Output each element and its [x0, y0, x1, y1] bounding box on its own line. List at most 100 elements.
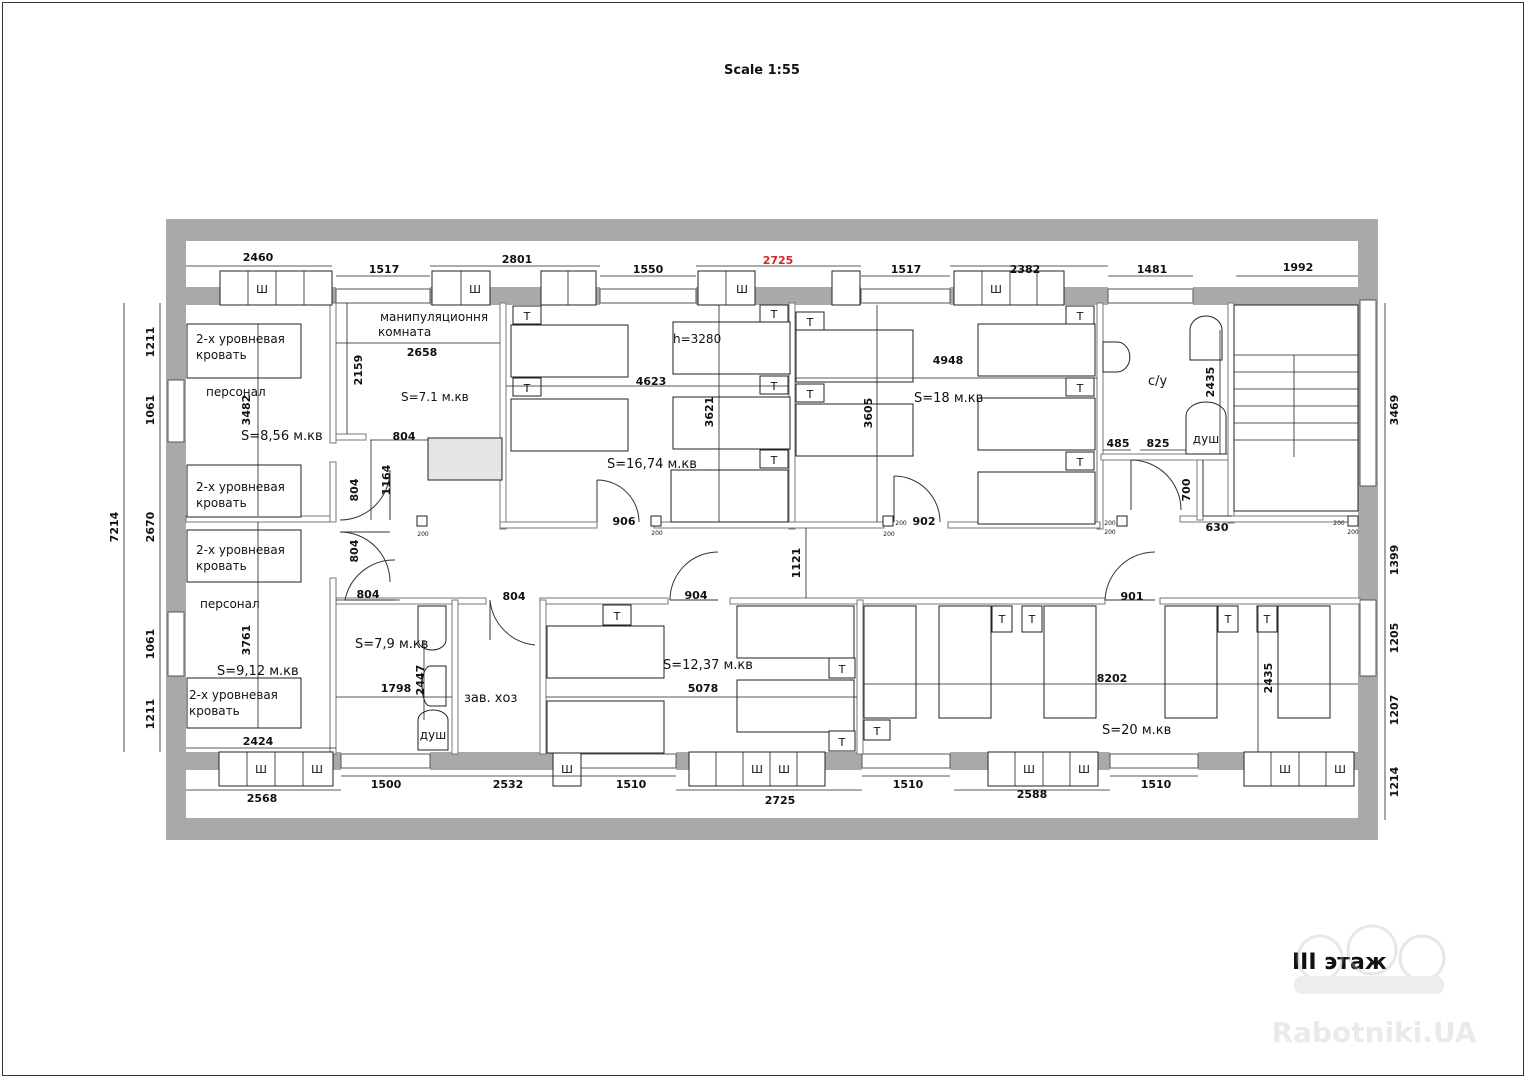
nightstand-label: Т	[998, 613, 1006, 626]
room-area: S=20 м.кв	[1102, 723, 1171, 738]
dim-top: 1517	[891, 263, 922, 276]
dim-bottom: 1510	[1141, 778, 1172, 791]
beds	[186, 321, 1331, 754]
dim: 700	[1180, 478, 1193, 501]
column-label: 200	[651, 530, 663, 537]
sanitary: душ душ	[417, 315, 1227, 751]
dim: 2447	[414, 665, 427, 696]
room-area: S=16,74 м.кв	[607, 457, 697, 472]
nightstand-label: Т	[770, 454, 778, 467]
room-name: с/у	[1148, 374, 1168, 389]
dim-left: 1211	[144, 699, 157, 730]
dim-bottom: 1510	[893, 778, 924, 791]
ceiling-height: h=3280	[673, 332, 721, 346]
cabinet-label: Ш	[1078, 763, 1090, 776]
dim-left: 1061	[144, 629, 157, 660]
cabinet-label: Ш	[736, 283, 748, 296]
dim-right: 1207	[1388, 695, 1401, 726]
cabinet-label: Ш	[1023, 763, 1035, 776]
dim: 2658	[407, 346, 438, 359]
dim-bottom: 1500	[371, 778, 402, 791]
bunk-bed-label: кровать	[196, 348, 247, 362]
cabinet-label: Ш	[561, 763, 573, 776]
dim-top: 1992	[1283, 261, 1314, 274]
column-label: 200	[883, 531, 895, 538]
column-label: 200	[1104, 529, 1116, 536]
column-label: 200	[1347, 529, 1359, 536]
dim-bottom: 2725	[765, 794, 796, 807]
dim: 825	[1147, 437, 1170, 450]
nightstand-label: Т	[838, 663, 846, 676]
room-area: S=7.1 м.кв	[401, 390, 469, 404]
cabinet-label: Ш	[255, 763, 267, 776]
dim-top: 2382	[1010, 263, 1041, 276]
room-area: S=8,56 м.кв	[241, 429, 323, 444]
dim-top: 1481	[1137, 263, 1168, 276]
cabinet-label: Ш	[1279, 763, 1291, 776]
dim: 2159	[352, 355, 365, 386]
dim-left: 1061	[144, 395, 157, 426]
dim: 804	[357, 588, 380, 601]
dimension-labels: 2460 1517 2801 1550 2725 1517 2382 1481 …	[108, 251, 1401, 807]
room-name: персонал	[206, 385, 266, 399]
dim-top: 1550	[633, 263, 664, 276]
dimension-lines	[123, 265, 1386, 820]
columns: 200 200 200 200 200 200 200 200	[416, 515, 1359, 538]
dim: 2435	[1262, 663, 1275, 694]
dim: 2435	[1204, 367, 1217, 398]
dim: 4623	[636, 375, 667, 388]
room-area: S=7,9 м.кв	[355, 637, 428, 652]
dim-bottom: 2532	[493, 778, 524, 791]
cabinet-label: Ш	[469, 283, 481, 296]
dim: 3482	[240, 395, 253, 426]
dim-top: 2801	[502, 253, 533, 266]
stairs	[1233, 304, 1359, 512]
cabinet-label: Ш	[256, 283, 268, 296]
bunk-bed-label: кровать	[189, 704, 240, 718]
nightstand-label: Т	[806, 316, 814, 329]
room-area: S=18 м.кв	[914, 391, 983, 406]
column-label: 200	[895, 520, 907, 527]
dim-right: 1205	[1388, 623, 1401, 654]
room-name: зав. хоз	[464, 691, 517, 706]
partitions	[185, 302, 1361, 755]
dim-right: 1214	[1388, 766, 1401, 797]
bunk-bed-label: 2-х уровневая	[189, 688, 278, 702]
floor-title: III этаж	[1292, 950, 1387, 975]
dim: 804	[393, 430, 416, 443]
cabinet-label: Ш	[311, 763, 323, 776]
dim-top: 2460	[243, 251, 274, 264]
bunk-bed-label: 2-х уровневая	[196, 543, 285, 557]
dim-top-highlight: 2725	[763, 254, 794, 267]
nightstand-label: Т	[806, 388, 814, 401]
room-area: S=12,37 м.кв	[663, 658, 753, 673]
nightstand-label: Т	[1076, 382, 1084, 395]
nightstand-label: Т	[873, 725, 881, 738]
nightstand-label: Т	[1076, 456, 1084, 469]
dim-bottom: 2588	[1017, 788, 1048, 801]
dim: 804	[348, 539, 361, 562]
room-labels: 2-х уровневая кровать 2-х уровневая кров…	[189, 310, 1171, 738]
cabinet-label: Ш	[990, 283, 1002, 296]
dim: 485	[1107, 437, 1130, 450]
nightstand-label: Т	[613, 610, 621, 623]
dim: 804	[348, 478, 361, 501]
doors	[339, 459, 1182, 646]
dim: 901	[1121, 590, 1144, 603]
nightstand-label: Т	[838, 736, 846, 749]
dim: 3621	[703, 397, 716, 428]
dim: 1121	[790, 548, 803, 579]
dim: 3761	[240, 625, 253, 656]
dim: 902	[913, 515, 936, 528]
dim: 804	[503, 590, 526, 603]
dim: 1798	[381, 682, 412, 695]
dim: 3605	[862, 398, 875, 429]
dim: 8202	[1097, 672, 1128, 685]
dim-left: 1211	[144, 327, 157, 358]
wall-bottom	[166, 818, 1378, 840]
watermark: Rabotniki.UA	[1271, 924, 1477, 1049]
scale-label: Scale 1:55	[724, 63, 800, 78]
dim: 630	[1206, 521, 1229, 534]
